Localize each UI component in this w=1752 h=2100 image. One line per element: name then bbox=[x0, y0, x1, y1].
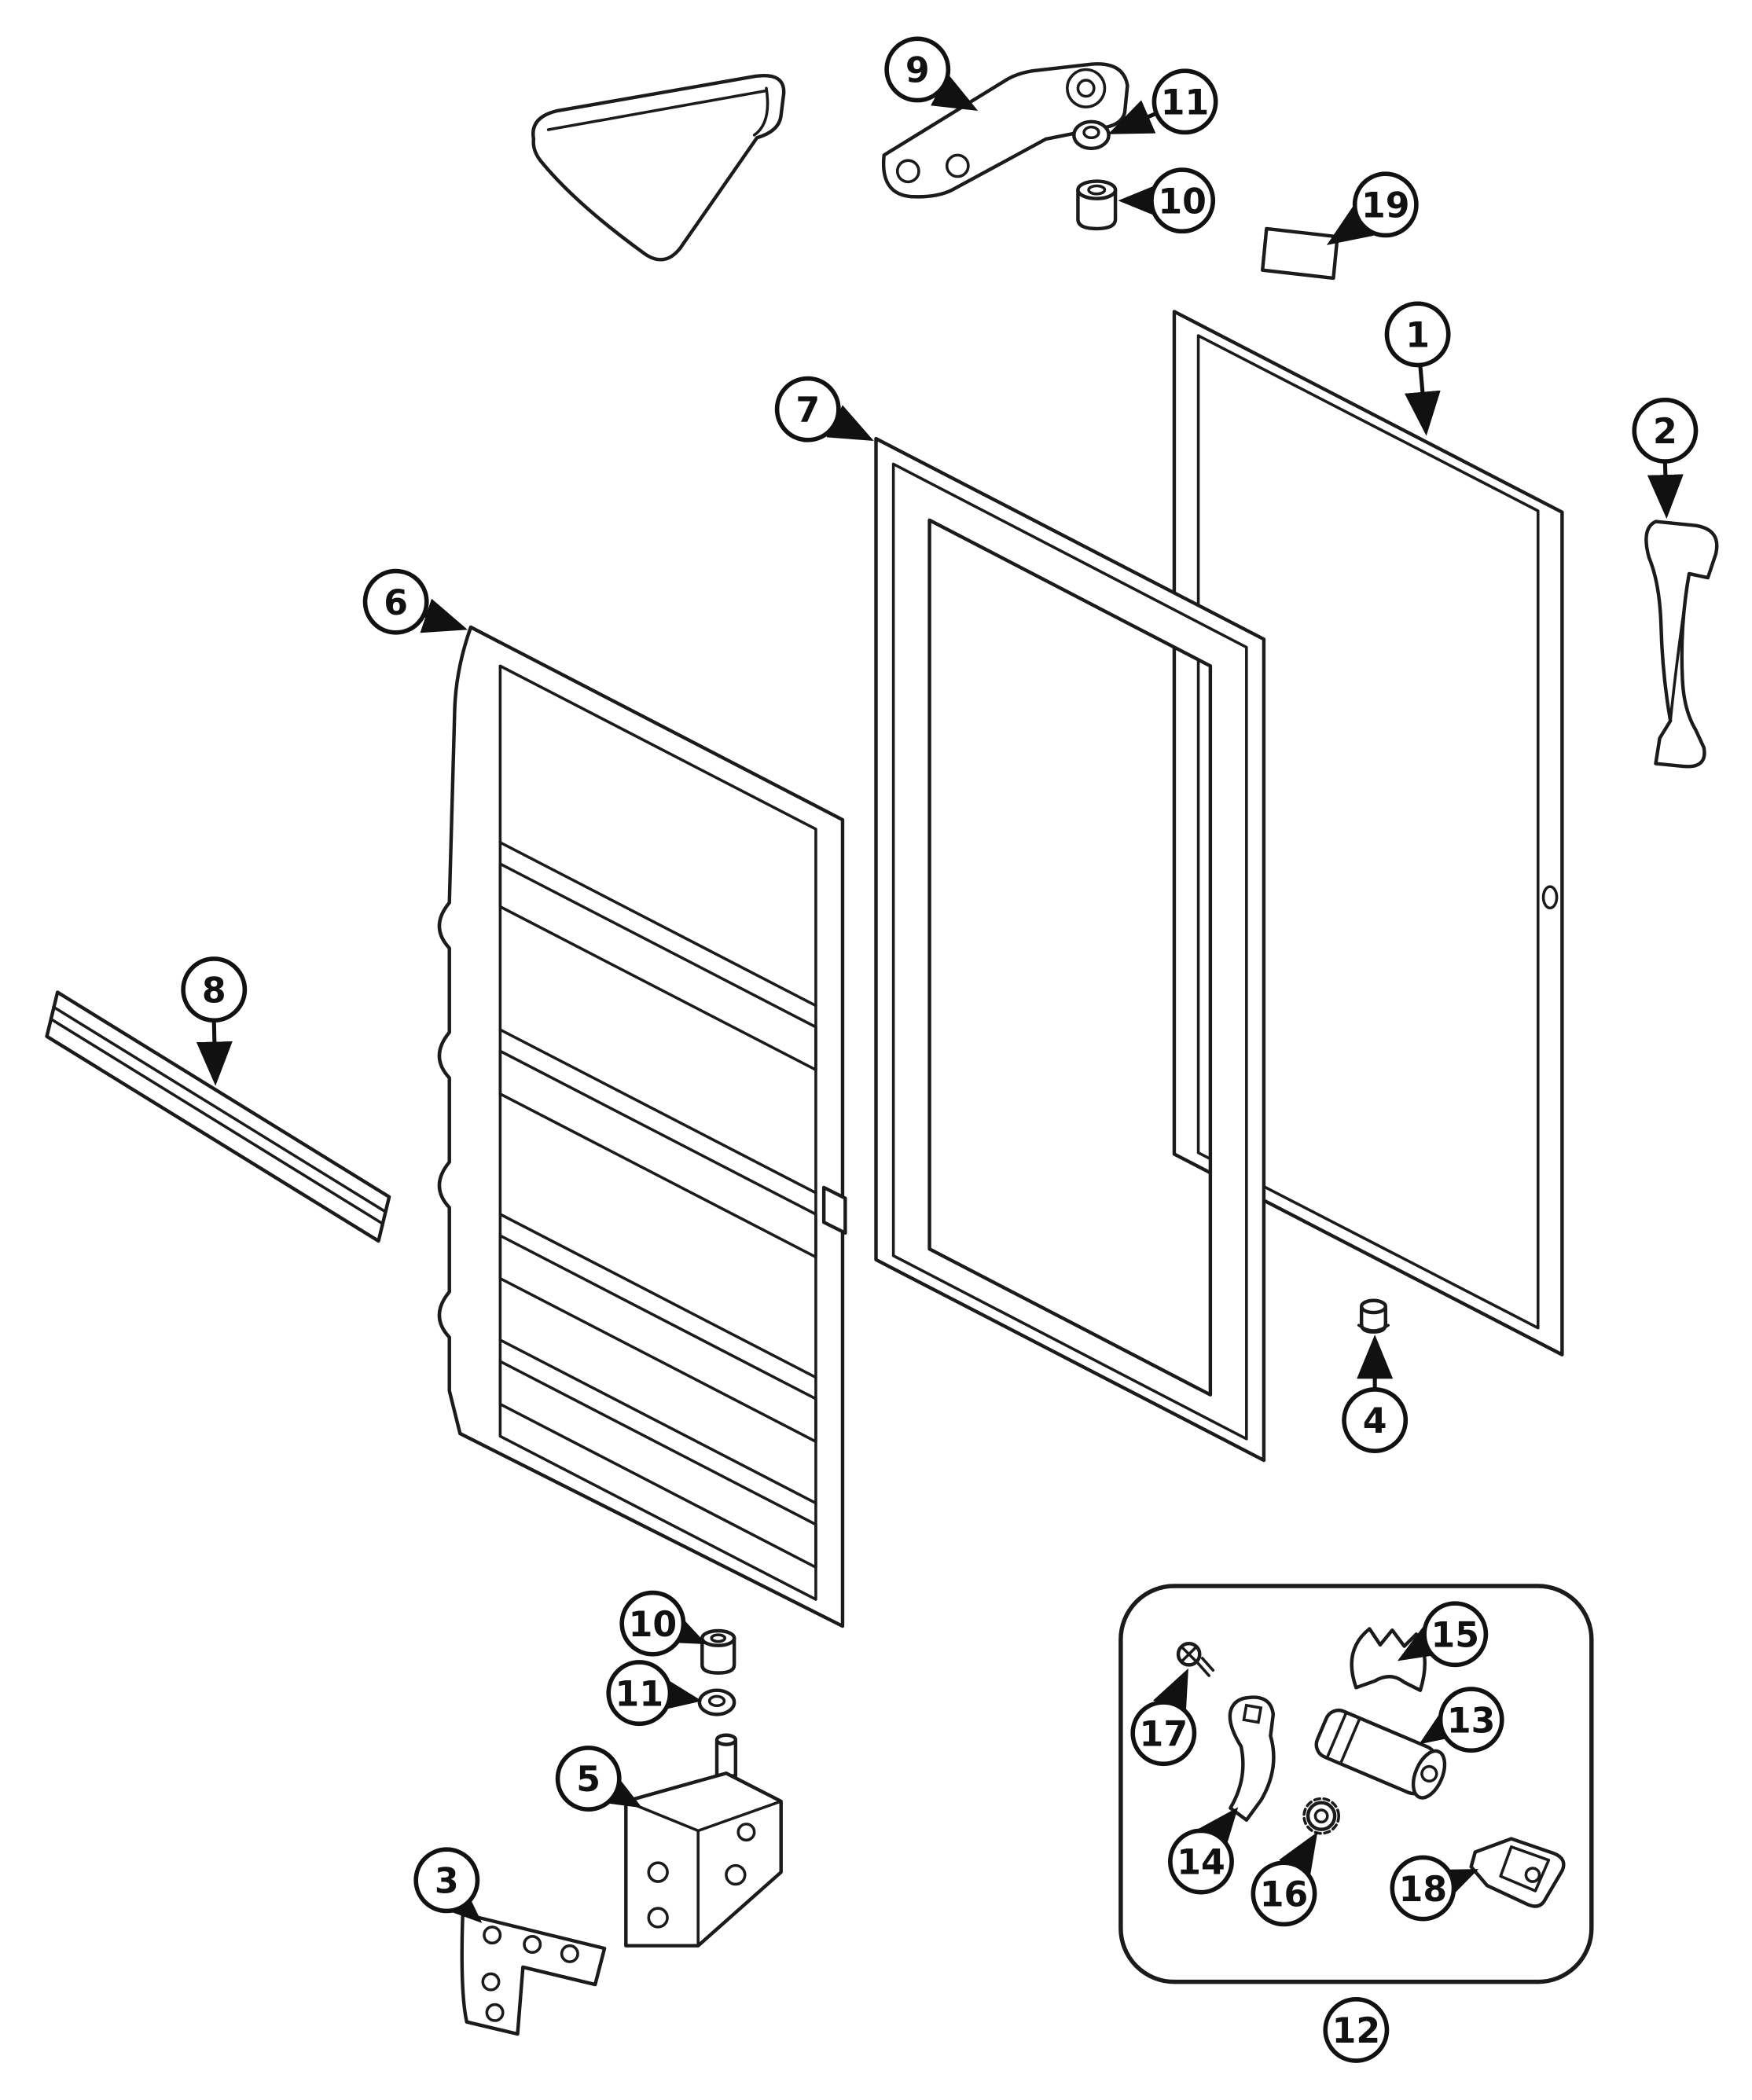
callout-label: 19 bbox=[1361, 186, 1410, 226]
callout-label: 16 bbox=[1260, 1875, 1309, 1915]
lock-assembly-box bbox=[1118, 1584, 1594, 1984]
serial-label bbox=[1261, 226, 1339, 281]
hinge-bushing-bottom bbox=[700, 1628, 736, 1675]
callout-label: 11 bbox=[615, 1674, 664, 1714]
door-gasket bbox=[874, 436, 1266, 1463]
hinge-pin bbox=[714, 1733, 738, 1746]
callout-label: 7 bbox=[795, 391, 820, 431]
callout-label: 2 bbox=[1653, 412, 1677, 452]
inner-door-liner bbox=[437, 625, 847, 1628]
door-trim-strip bbox=[45, 990, 391, 1243]
door-shelf bbox=[498, 841, 817, 1072]
callout-part-15: 15 bbox=[1397, 1601, 1489, 1668]
lock-retainer-clip bbox=[1350, 1627, 1427, 1692]
bottom-hinge-bracket bbox=[624, 1733, 783, 1948]
callout-label: 18 bbox=[1399, 1870, 1448, 1910]
callout-label: 13 bbox=[1447, 1701, 1496, 1741]
lock-key bbox=[1469, 1837, 1566, 1908]
door-handle bbox=[1644, 519, 1719, 769]
hinge-bushing-top bbox=[1076, 179, 1118, 231]
callout-label: 10 bbox=[1158, 182, 1207, 222]
outer-door-panel bbox=[1172, 310, 1564, 1357]
callout-part-11-top: 11 bbox=[1107, 68, 1218, 135]
corner-hinge-plate bbox=[460, 1911, 607, 2036]
callout-part-3: 3 bbox=[413, 1847, 483, 1923]
callout-label: 11 bbox=[1161, 83, 1210, 123]
callout-label: 1 bbox=[1405, 316, 1430, 356]
callout-part-7: 7 bbox=[774, 376, 874, 442]
callout-label: 15 bbox=[1431, 1615, 1479, 1655]
callout-part-18: 18 bbox=[1390, 1855, 1479, 1922]
callout-label: 12 bbox=[1332, 2011, 1381, 2051]
hole-plug bbox=[1357, 1298, 1390, 1334]
callout-part-1: 1 bbox=[1384, 301, 1451, 436]
callout-part-5: 5 bbox=[555, 1746, 643, 1812]
liner-latch-tab bbox=[821, 1185, 847, 1235]
callout-part-12: 12 bbox=[1323, 1996, 1390, 2063]
callout-part-19: 19 bbox=[1326, 171, 1419, 245]
door-shelf bbox=[498, 1213, 817, 1444]
callout-part-4: 4 bbox=[1342, 1335, 1409, 1453]
callout-label: 17 bbox=[1140, 1714, 1188, 1754]
star-washer bbox=[1302, 1797, 1341, 1835]
hinge-washer-top bbox=[1072, 119, 1111, 151]
callout-part-6: 6 bbox=[362, 568, 468, 635]
callout-label: 8 bbox=[202, 971, 226, 1011]
lock-screw bbox=[1176, 1641, 1215, 1677]
callout-part-10-top: 10 bbox=[1118, 167, 1216, 234]
door-shelf bbox=[498, 1338, 817, 1569]
callout-part-10-bottom: 10 bbox=[619, 1590, 707, 1657]
callout-part-11-bottom: 11 bbox=[606, 1660, 703, 1727]
callout-label: 10 bbox=[629, 1605, 678, 1645]
callout-label: 3 bbox=[435, 1862, 459, 1902]
door-shelf bbox=[498, 1028, 817, 1259]
callout-label: 5 bbox=[576, 1760, 601, 1800]
lock-cylinder bbox=[1314, 1708, 1447, 1800]
top-hinge-bracket bbox=[881, 62, 1129, 199]
callout-label: 9 bbox=[905, 51, 930, 91]
hinge-cover-cap bbox=[531, 74, 786, 262]
handle-mount-hole bbox=[1541, 885, 1559, 910]
callout-part-8: 8 bbox=[181, 956, 248, 1086]
callout-part-2: 2 bbox=[1632, 397, 1699, 519]
hinge-washer-bottom bbox=[697, 1688, 736, 1716]
callout-part-17: 17 bbox=[1130, 1668, 1197, 1767]
callout-label: 4 bbox=[1363, 1401, 1387, 1441]
callout-part-16: 16 bbox=[1251, 1831, 1318, 1927]
callout-part-9: 9 bbox=[884, 36, 979, 112]
lock-cam bbox=[1228, 1695, 1276, 1822]
callout-part-13: 13 bbox=[1419, 1687, 1504, 1753]
callout-part-14: 14 bbox=[1168, 1807, 1239, 1895]
callout-label: 6 bbox=[384, 583, 408, 623]
callout-label: 14 bbox=[1177, 1843, 1225, 1883]
